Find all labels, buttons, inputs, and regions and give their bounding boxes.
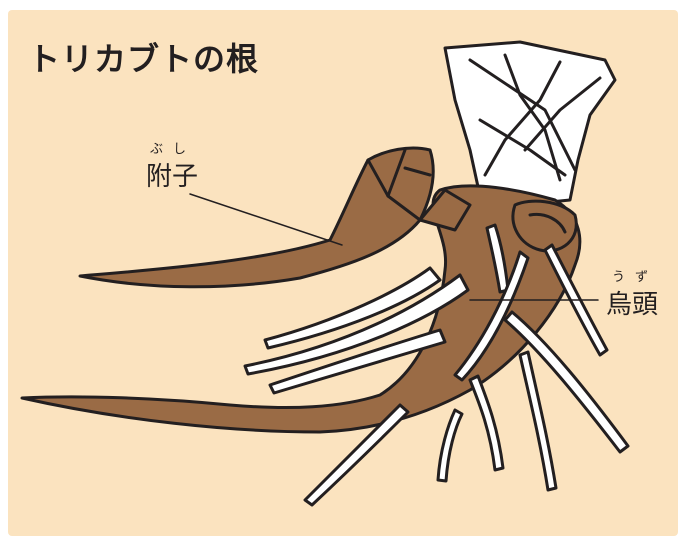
- bushi-ruby: ぶし: [150, 138, 196, 157]
- uzu-label: 烏頭: [606, 284, 658, 321]
- bushi-leader-line: [190, 194, 342, 245]
- daughter-root: [80, 148, 433, 287]
- stem: [445, 42, 615, 205]
- bushi-label: 附子: [146, 156, 198, 193]
- page-title: トリカブトの根: [28, 34, 259, 80]
- uzu-ruby: うず: [612, 266, 658, 285]
